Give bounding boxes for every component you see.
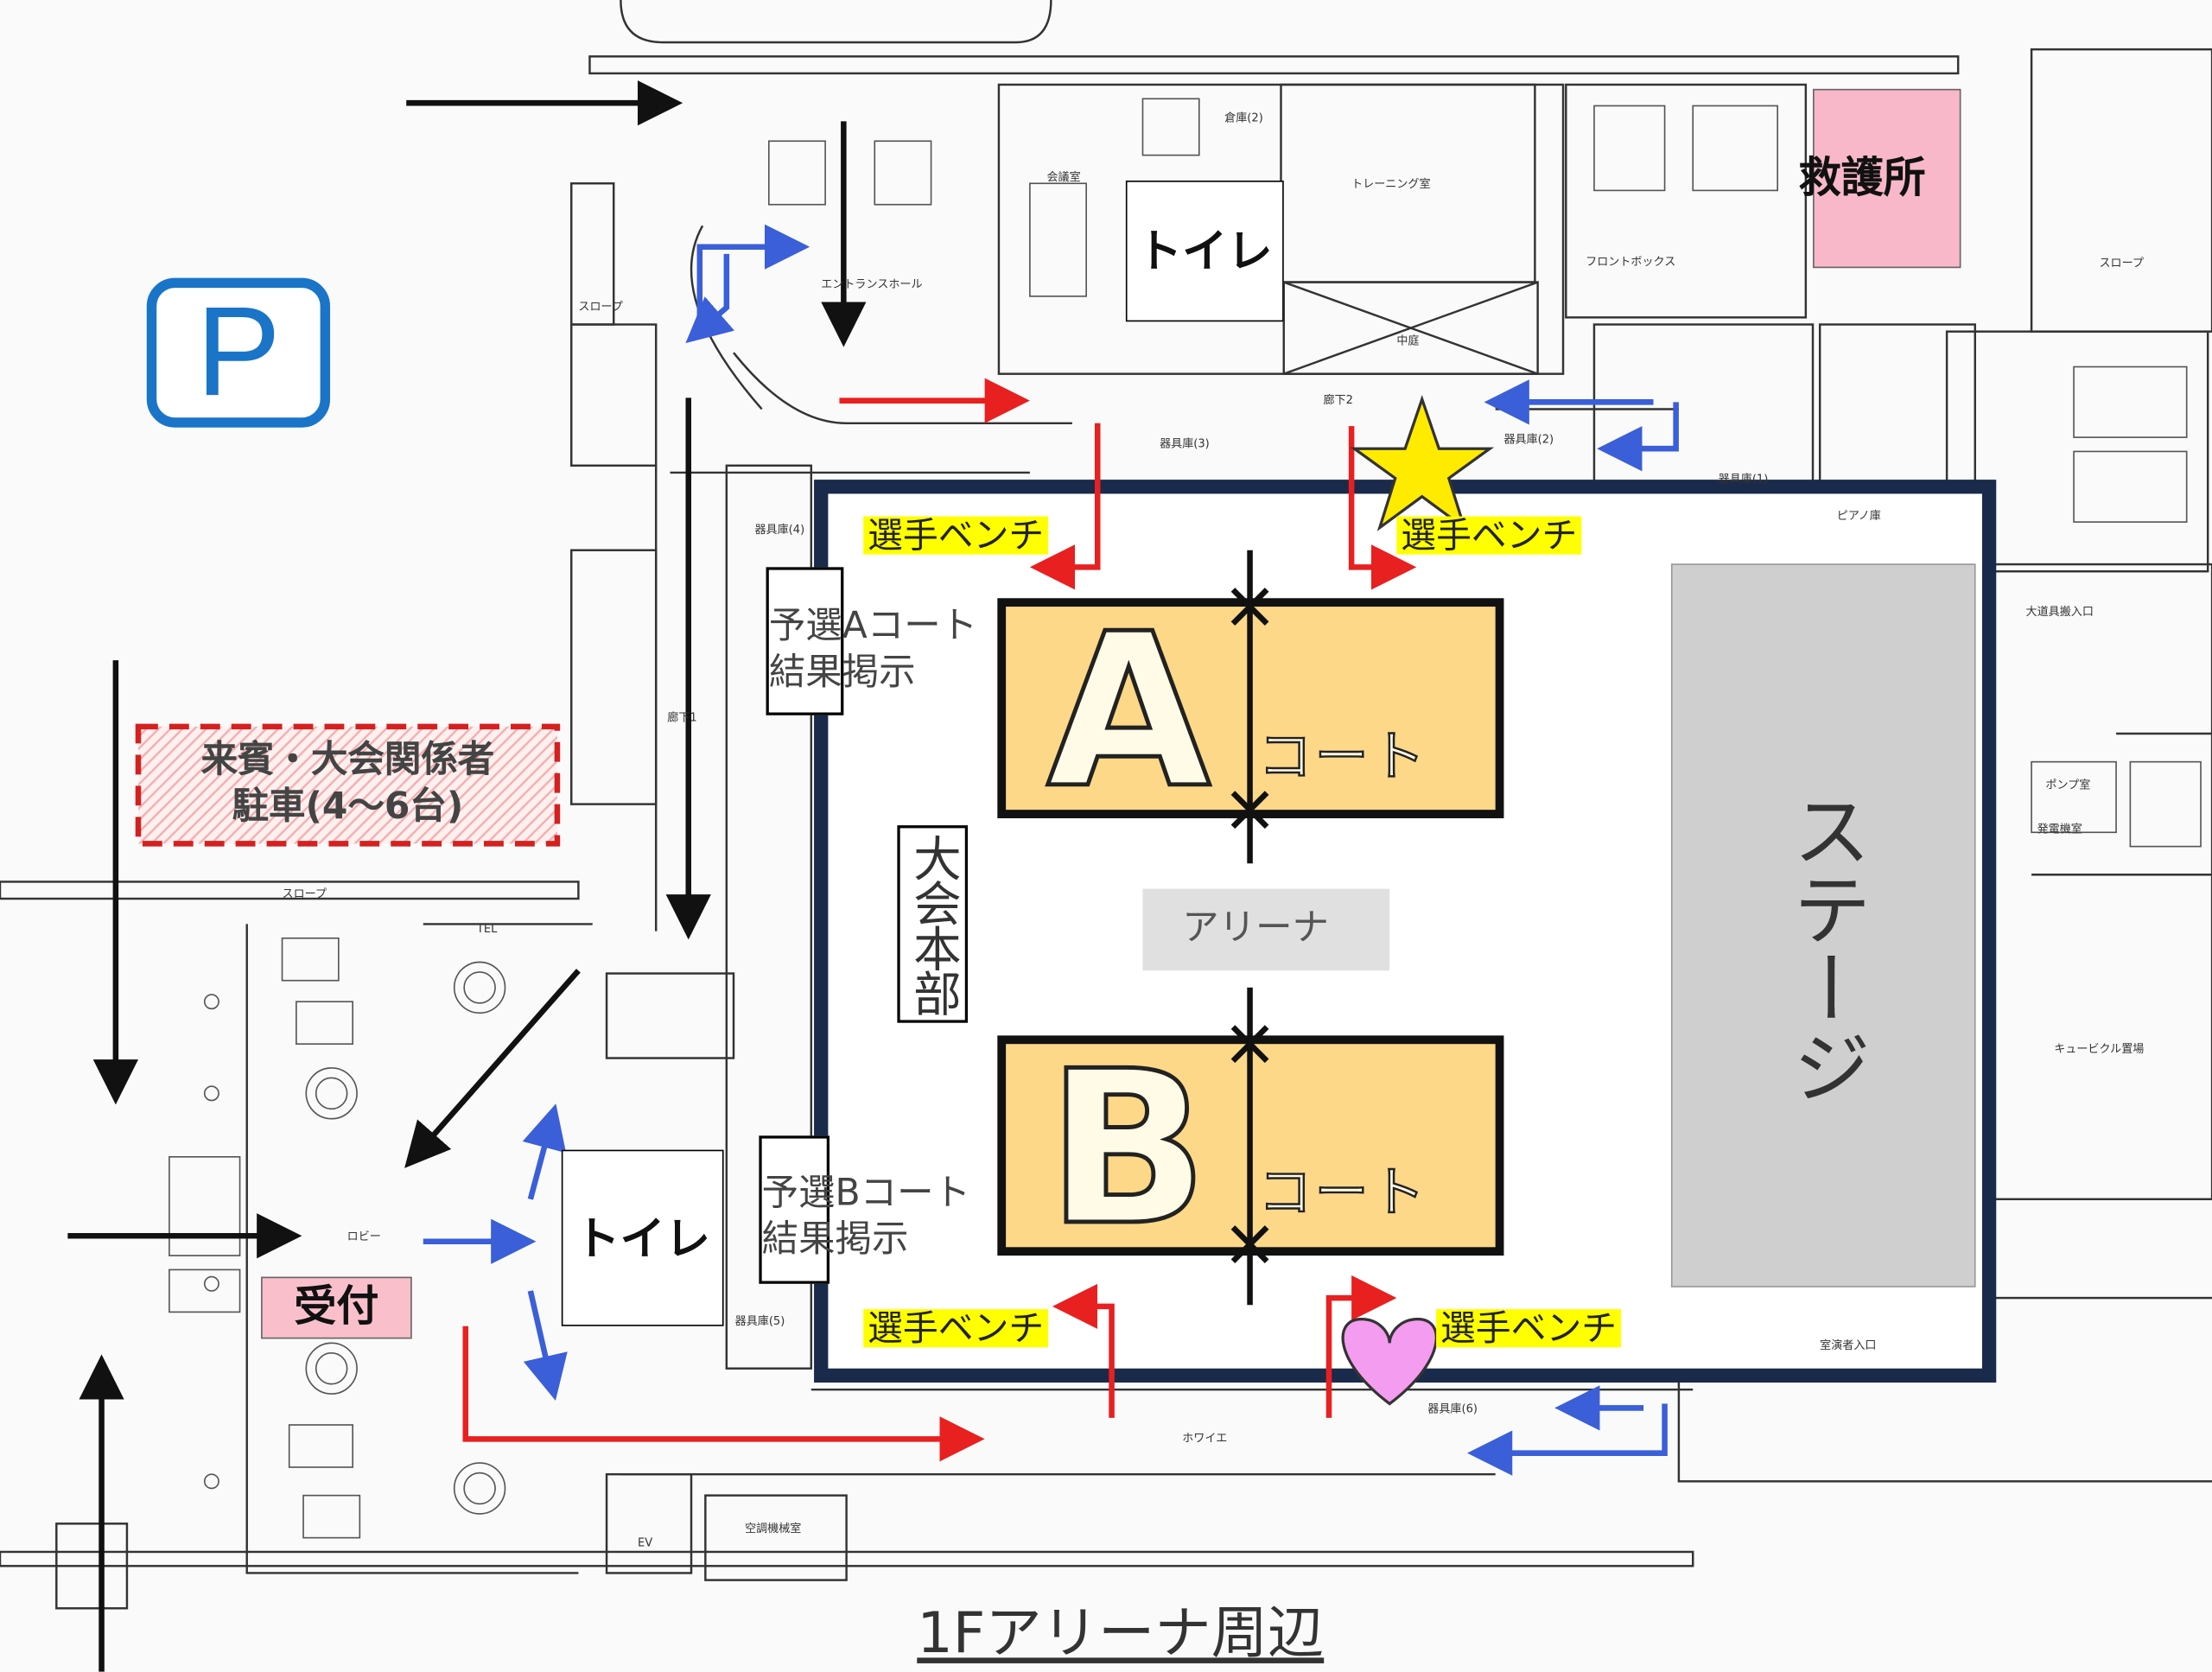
arena-label: アリーナ: [1182, 906, 1330, 950]
result-a-text: 予選Aコート 結果掲示: [769, 604, 977, 697]
vip-parking-area: [135, 723, 561, 847]
court-b-label: コート: [1257, 1160, 1428, 1224]
toilet-lower-label: トイレ: [575, 1211, 711, 1265]
room-warehouse2: 倉庫(2): [1224, 111, 1263, 124]
map-title: 1Fアリーナ周辺: [917, 1601, 1325, 1667]
result-board-b: [759, 1135, 830, 1284]
first-aid-label: 救護所: [1798, 153, 1926, 204]
stage-label: ステージ: [1778, 790, 1871, 1107]
room-cubicle: キュービクル置場: [2054, 1042, 2145, 1056]
room-entrance-hall: エントランスホール: [821, 277, 923, 291]
court-a-letter: A: [1045, 589, 1212, 836]
court-b-letter: B: [1045, 1027, 1211, 1273]
stage-area: [1670, 563, 1976, 1287]
room-slope2: スロープ: [282, 887, 327, 900]
room-foyer: ホワイエ: [1182, 1432, 1228, 1445]
room-generator: 発電機室: [2037, 822, 2082, 836]
room-courtyard: 中庭: [1396, 334, 1420, 347]
star-icon: [1350, 395, 1495, 531]
result-b-text: 予選Bコート 結果掲示: [762, 1171, 970, 1264]
room-meeting: 会議室: [1046, 170, 1081, 184]
result-a-line2: 結果掲示: [768, 652, 916, 695]
stair-route-arrows: [423, 224, 1679, 1476]
parking-letter: P: [195, 282, 281, 423]
bench-top-right: 選手ベンチ: [1396, 516, 1582, 555]
room-front-box: フロントボックス: [1586, 255, 1676, 269]
fixtures: [168, 98, 2202, 1539]
room-ev: EV: [637, 1536, 653, 1549]
room-pump: ポンプ室: [2045, 779, 2091, 791]
bench-bottom-right: 選手ベンチ: [1436, 1309, 1621, 1348]
vip-parking-line2: 駐車(4～6台): [232, 785, 464, 829]
first-aid-room: [1813, 88, 1961, 269]
court-a: [997, 550, 1504, 864]
result-a-line1: 予選Aコート: [768, 605, 978, 648]
result-b-line1: 予選Bコート: [761, 1172, 971, 1215]
reception-box: 受付: [261, 1276, 412, 1339]
room-equip5: 器具庫(5): [734, 1314, 785, 1328]
entry-arrows: [67, 80, 867, 1672]
toilet-upper-label: トイレ: [1136, 224, 1273, 278]
room-lobby: ロビー: [346, 1230, 381, 1243]
room-performer-entrance: 室演者入口: [1820, 1338, 1877, 1352]
room-equip3: 器具庫(3): [1160, 437, 1210, 450]
result-board-a: [766, 567, 844, 715]
player-route-arrows: [462, 378, 1417, 1462]
hq-box: 大会本部: [897, 825, 969, 1023]
bench-bottom-left: 選手ベンチ: [863, 1309, 1049, 1348]
room-equip2: 器具庫(2): [1503, 433, 1554, 446]
bench-top-left: 選手ベンチ: [863, 516, 1049, 555]
room-equip4: 器具庫(4): [754, 523, 805, 537]
room-slope3: スロープ: [2099, 257, 2144, 270]
vip-parking-line1: 来賓・大会関係者: [200, 739, 495, 782]
room-hvac: 空調機械室: [745, 1522, 802, 1535]
result-b-line2: 結果掲示: [761, 1218, 909, 1262]
room-slope: スロープ: [578, 300, 623, 314]
toilet-upper: トイレ: [1125, 180, 1284, 322]
vip-parking-text: 来賓・大会関係者 駐車(4～6台): [138, 738, 557, 831]
room-corridor1: 廊下1: [667, 710, 697, 724]
reception-label: 受付: [294, 1282, 379, 1332]
room-training: トレーニング室: [1351, 177, 1431, 191]
toilet-lower: トイレ: [561, 1149, 724, 1326]
room-tel: TEL: [476, 922, 498, 936]
arena-label-box: [1142, 888, 1390, 971]
heart-icon: [1341, 1317, 1438, 1406]
room-equip1: 器具庫(1): [1718, 472, 1769, 486]
room-piano: ピアノ庫: [1836, 509, 1881, 523]
room-equip6: 器具庫(6): [1427, 1402, 1478, 1415]
court-a-label: コート: [1257, 725, 1428, 788]
room-arena-entrance: 大道具搬入口: [2025, 605, 2094, 619]
court-b: [997, 987, 1504, 1306]
hq-label: 大会本部: [904, 833, 961, 1014]
parking-icon: P: [146, 277, 331, 428]
room-corridor: 廊下2: [1323, 393, 1353, 407]
